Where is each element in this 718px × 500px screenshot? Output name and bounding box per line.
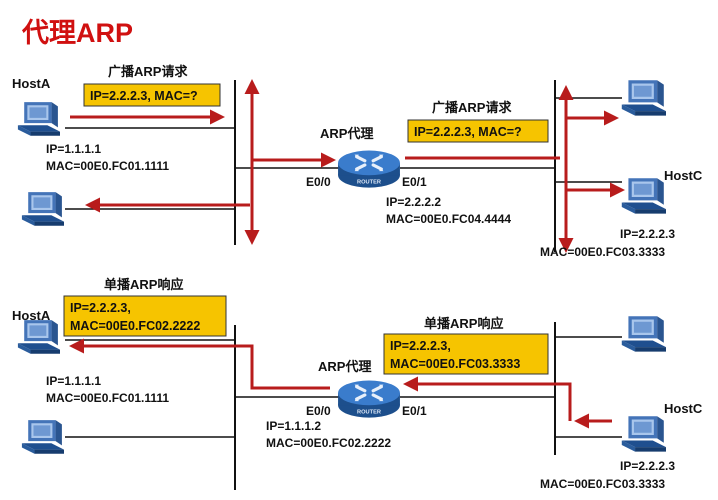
unicast-box-left-line2: MAC=00E0.FC02.2222 — [70, 319, 200, 333]
unicast-box-left-line1: IP=2.2.2.3, — [70, 301, 131, 315]
router-port-right-top: E0/1 — [402, 175, 427, 189]
router-name-top: ARP代理 — [320, 126, 373, 141]
broadcast-box-left-text: IP=2.2.2.3, MAC=? — [90, 89, 198, 103]
hostB-computer-icon-bottom — [621, 316, 666, 352]
reply-arrow-to-router — [403, 376, 572, 421]
hostA-label-top: HostA — [12, 76, 51, 91]
hostC-mac-top: MAC=00E0.FC03.3333 — [540, 245, 665, 259]
hostA-ip-top: IP=1.1.1.1 — [46, 142, 101, 156]
hostB-computer-icon — [621, 80, 666, 116]
broadcast-label-left: 广播ARP请求 — [108, 64, 188, 79]
unicast-box-left — [63, 295, 227, 337]
broadcast-label-right: 广播ARP请求 — [432, 100, 512, 115]
hostC-label-bottom: HostC — [664, 401, 703, 416]
router-port-right-bottom: E0/1 — [402, 404, 427, 418]
broadcast-box-left — [83, 83, 221, 107]
router-ip-top: IP=2.2.2.2 — [386, 195, 441, 209]
page-title: 代理ARP — [21, 18, 133, 48]
unicast-label-right: 单播ARP响应 — [424, 316, 503, 331]
unicast-label-left: 单播ARP响应 — [104, 277, 183, 292]
router-mac-top: MAC=00E0.FC04.4444 — [386, 212, 511, 226]
hostA-mac-top: MAC=00E0.FC01.1111 — [46, 159, 169, 173]
bottom-scenario: IP=2.2.2.3, MAC=00E0.FC02.2222 IP=2.2.2.… — [12, 277, 703, 491]
broadcast-box-right-text: IP=2.2.2.3, MAC=? — [414, 125, 522, 139]
unicast-box-right-line1: IP=2.2.2.3, — [390, 339, 451, 353]
router-name-bottom: ARP代理 — [318, 359, 371, 374]
hostC-mac-bottom: MAC=00E0.FC03.3333 — [540, 477, 665, 491]
hostC-ip-top: IP=2.2.2.3 — [620, 227, 675, 241]
hostC-computer-icon — [621, 178, 666, 214]
router-port-left-top: E0/0 — [306, 175, 331, 189]
broadcast-box-right — [407, 119, 549, 143]
hostA-computer-icon — [17, 102, 60, 136]
host2-computer-icon-bottom — [21, 420, 64, 454]
top-scenario: IP=2.2.2.3, MAC=? IP=2.2.2.3, MAC=? Host… — [12, 64, 703, 259]
unicast-box-right — [383, 333, 549, 375]
hostC-computer-icon-bottom — [621, 416, 666, 452]
hostC-ip-bottom: IP=2.2.2.3 — [620, 459, 675, 473]
router-ip-bottom: IP=1.1.1.2 — [266, 419, 321, 433]
host2-computer-icon — [21, 192, 64, 226]
router-mac-bottom: MAC=00E0.FC02.2222 — [266, 436, 391, 450]
hostA-mac-bottom: MAC=00E0.FC01.1111 — [46, 391, 169, 405]
hostA-label-bottom: HostA — [12, 308, 51, 323]
router-icon-top — [336, 148, 402, 190]
router-port-left-bottom: E0/0 — [306, 404, 331, 418]
hostA-ip-bottom: IP=1.1.1.1 — [46, 374, 101, 388]
unicast-box-right-line2: MAC=00E0.FC03.3333 — [390, 357, 520, 371]
hostC-label-top: HostC — [664, 168, 703, 183]
reply-arrow-to-hostA — [69, 338, 330, 390]
router-icon-bottom — [336, 378, 402, 420]
hostA-computer-icon-bottom — [17, 320, 60, 354]
